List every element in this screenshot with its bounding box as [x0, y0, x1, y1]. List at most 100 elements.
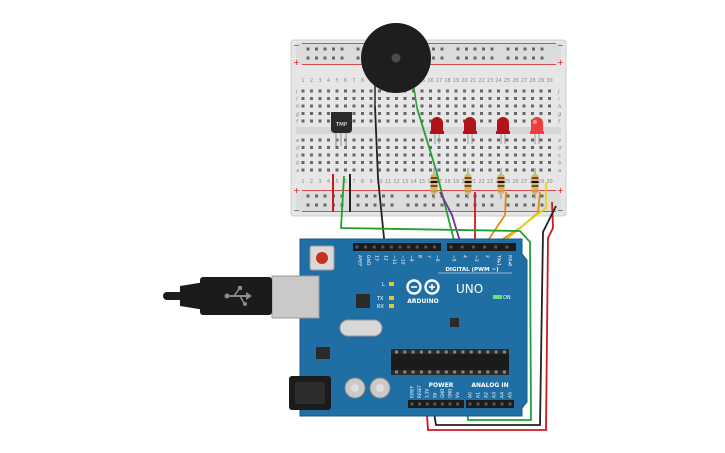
- column-number: 22: [478, 78, 484, 84]
- top-header-left[interactable]: [353, 243, 441, 251]
- analog-header[interactable]: [466, 400, 514, 408]
- resistor[interactable]: [464, 168, 472, 199]
- breadboard-hole: [429, 138, 432, 142]
- rail-hole: [306, 194, 310, 198]
- resistor[interactable]: [531, 168, 539, 199]
- breadboard-hole: [344, 89, 347, 93]
- breadboard-hole: [488, 146, 492, 149]
- rail-hole: [490, 47, 494, 51]
- breadboard-hole: [403, 168, 407, 172]
- rail-hole: [465, 203, 468, 207]
- breadboard-hole: [310, 97, 313, 100]
- sensor-analog-wire[interactable]: [340, 175, 532, 421]
- breadboard-hole: [548, 112, 551, 115]
- top-pin-label: RX◂0: [507, 255, 513, 266]
- column-number: 1: [301, 179, 304, 185]
- breadboard-hole: [352, 146, 356, 149]
- breadboard-hole: [488, 104, 492, 108]
- breadboard-hole: [539, 112, 543, 115]
- column-number: 27: [521, 179, 527, 185]
- breadboard-hole: [369, 97, 373, 100]
- usb-port[interactable]: [271, 275, 320, 319]
- breadboard-short-wires: [332, 174, 351, 212]
- breadboard-hole: [369, 161, 373, 164]
- rail-hole: [390, 203, 394, 207]
- chip-pin: [461, 350, 465, 354]
- rail-hole: [432, 56, 435, 60]
- row-letter: e: [558, 138, 562, 144]
- rail-5v-wire[interactable]: [425, 201, 554, 431]
- breadboard-hole: [361, 112, 364, 115]
- breadboard-hole: [539, 153, 543, 157]
- breadboard-hole: [310, 138, 313, 142]
- rail-ground-wire[interactable]: [431, 205, 557, 426]
- breadboard-hole: [437, 97, 441, 100]
- breadboard-hole: [488, 138, 492, 142]
- breadboard-hole: [480, 138, 483, 142]
- piezo-buzzer[interactable]: [361, 23, 431, 109]
- rail-hole: [506, 47, 510, 51]
- breadboard-hole: [412, 104, 415, 108]
- top-pin-label: ~5: [451, 255, 457, 262]
- rail-hole: [506, 56, 510, 60]
- column-number: 6: [344, 179, 347, 185]
- led[interactable]: [496, 117, 510, 144]
- buzzer-ground-wire[interactable]: [374, 105, 386, 249]
- breadboard-hole: [420, 138, 424, 142]
- rail-hole: [456, 203, 460, 207]
- led-body: [464, 117, 476, 133]
- row-letter: e: [296, 138, 300, 144]
- tx-led-label: TX: [376, 296, 384, 302]
- header-pin: [398, 245, 402, 249]
- led[interactable]: [430, 117, 444, 144]
- row-letter: c: [558, 153, 561, 159]
- led-signal-wire-yellow[interactable]: [495, 182, 547, 249]
- breadboard-hole: [446, 168, 449, 172]
- breadboard-hole: [386, 119, 390, 123]
- breadboard-hole: [539, 161, 543, 164]
- chip-pin: [395, 350, 398, 354]
- top-pin-label: ~6: [434, 255, 440, 262]
- breadboard[interactable]: − + − + + − + − 112233445566778899101011…: [290, 39, 567, 217]
- row-letter: h: [296, 104, 300, 110]
- breadboard-hole: [505, 104, 509, 108]
- breadboard-hole: [488, 153, 492, 157]
- usb-cable[interactable]: [163, 277, 272, 315]
- breadboard-hole: [497, 153, 500, 157]
- led-signal-wire-purple[interactable]: [439, 191, 463, 249]
- top-header-right[interactable]: [447, 243, 516, 251]
- breadboard-hole: [378, 138, 381, 142]
- breadboard-hole: [454, 138, 458, 142]
- breadboard-hole: [386, 161, 390, 164]
- resistor-band: [497, 177, 505, 179]
- row-letter: f: [296, 119, 299, 125]
- breadboard-hole: [454, 89, 458, 93]
- breadboard-hole: [318, 89, 322, 93]
- led[interactable]: [463, 117, 477, 144]
- resistor-band: [497, 190, 505, 192]
- led[interactable]: [530, 117, 544, 144]
- temperature-sensor[interactable]: TMP: [331, 112, 352, 146]
- chip-pin: [469, 370, 473, 374]
- breadboard-hole: [335, 104, 339, 108]
- resistor-band: [464, 185, 472, 187]
- breadboard-hole: [386, 146, 390, 149]
- column-number: 25: [504, 179, 510, 185]
- breadboard-hole: [463, 89, 466, 93]
- column-number: 1: [301, 78, 304, 84]
- resistor[interactable]: [497, 168, 505, 199]
- breadboard-hole: [446, 112, 449, 115]
- breadboard-hole: [437, 89, 441, 93]
- row-letter: j: [557, 89, 560, 95]
- chip-pin: [453, 350, 457, 354]
- led-body: [531, 117, 543, 133]
- buzzer-signal-wire[interactable]: [416, 107, 457, 249]
- breadboard-hole: [548, 138, 551, 142]
- row-letter: c: [296, 153, 299, 159]
- resistor[interactable]: [430, 168, 438, 199]
- rail-hole: [415, 203, 418, 207]
- led-signal-wire-orange[interactable]: [482, 191, 507, 249]
